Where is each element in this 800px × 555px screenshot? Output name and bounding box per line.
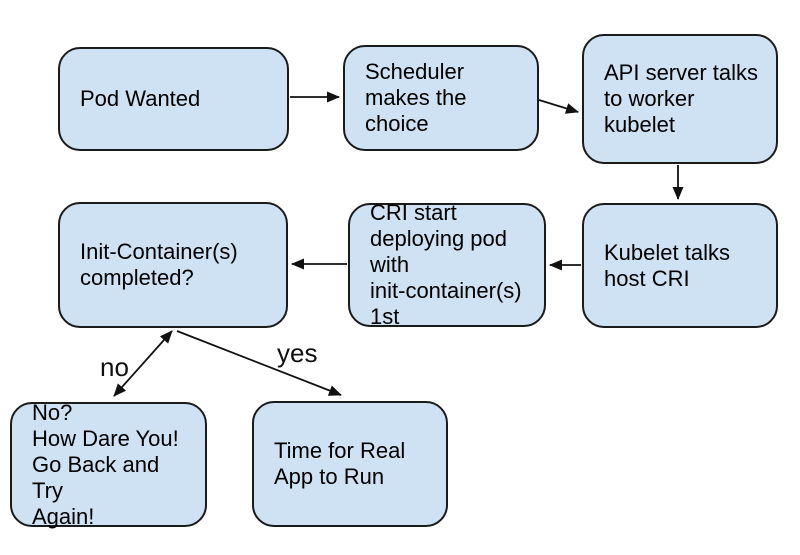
node-init-completed: Init-Container(s) completed? bbox=[58, 202, 288, 328]
node-no-result: No? How Dare You! Go Back and Try Again! bbox=[10, 399, 207, 529]
node-app-run: Time for Real App to Run bbox=[252, 401, 448, 527]
node-cri-start-label: CRI start deploying pod with init-contai… bbox=[370, 200, 522, 329]
node-scheduler-label: Scheduler makes the choice bbox=[365, 59, 467, 136]
node-kubelet: Kubelet talks host CRI bbox=[582, 203, 778, 328]
edge-label-yes: yes bbox=[277, 338, 317, 368]
node-pod-wanted-label: Pod Wanted bbox=[80, 86, 201, 111]
edge-init-completed-to-no-result bbox=[113, 330, 173, 397]
node-scheduler: Scheduler makes the choice bbox=[343, 45, 539, 151]
node-api-server: API server talks to worker kubelet bbox=[582, 34, 778, 164]
node-app-run-label: Time for Real App to Run bbox=[274, 438, 406, 489]
node-no-result-label: No? How Dare You! Go Back and Try Again! bbox=[32, 399, 179, 529]
node-kubelet-label: Kubelet talks host CRI bbox=[604, 239, 730, 291]
node-pod-wanted: Pod Wanted bbox=[58, 47, 289, 151]
node-init-completed-label: Init-Container(s) completed? bbox=[80, 239, 238, 290]
node-api-server-label: API server talks to worker kubelet bbox=[604, 60, 759, 137]
edge-scheduler-to-api-server bbox=[538, 99, 579, 114]
edge-init-completed-to-app-run bbox=[176, 330, 342, 396]
edge-label-no: no bbox=[100, 352, 129, 382]
node-cri-start: CRI start deploying pod with init-contai… bbox=[348, 200, 546, 329]
